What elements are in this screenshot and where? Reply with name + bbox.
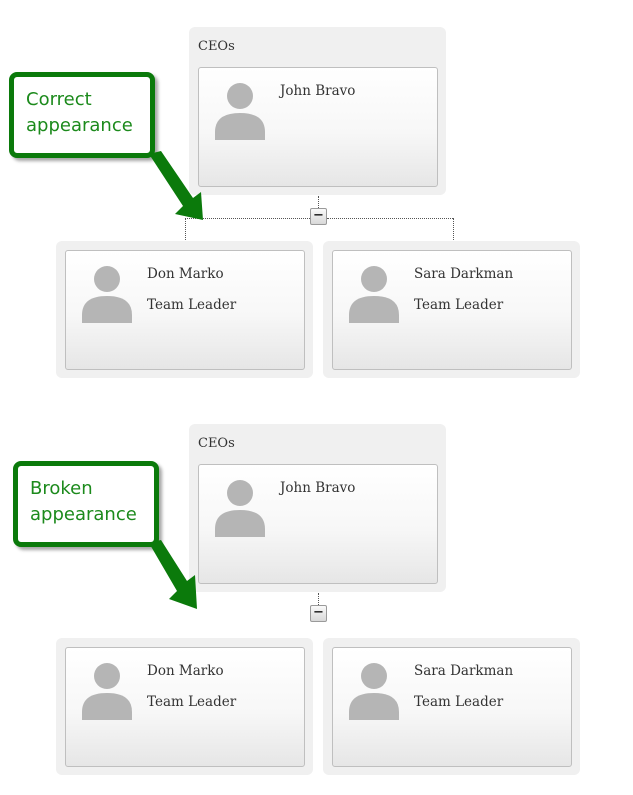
child-card[interactable]: Sara Darkman Team Leader [332, 647, 572, 767]
child-group: Sara Darkman Team Leader [323, 241, 580, 378]
person-icon [215, 480, 265, 537]
card-name: John Bravo [280, 480, 356, 496]
connector-line [185, 218, 310, 219]
connector-line [318, 593, 319, 605]
card-role: Team Leader [414, 694, 504, 710]
connector-line [318, 196, 319, 208]
group-title: CEOs [198, 436, 235, 451]
callout-correct: Correct appearance [9, 72, 155, 158]
child-card[interactable]: Don Marko Team Leader [65, 250, 305, 370]
card-name: Don Marko [147, 663, 224, 679]
person-icon [215, 83, 265, 140]
connector-line [327, 218, 453, 219]
ceo-group: CEOs John Bravo [189, 27, 446, 195]
arrow-icon [149, 540, 197, 609]
collapse-toggle-button[interactable]: − [310, 605, 327, 622]
person-icon [82, 266, 132, 323]
collapse-toggle-button[interactable]: − [310, 208, 327, 225]
child-group: Don Marko Team Leader [56, 638, 313, 775]
arrow-icon [149, 151, 203, 220]
ceo-group: CEOs John Bravo [189, 424, 446, 592]
child-group: Sara Darkman Team Leader [323, 638, 580, 775]
card-role: Team Leader [147, 694, 237, 710]
card-name: Sara Darkman [414, 663, 514, 679]
org-chart-correct: CEOs John Bravo − Don Marko Team Leader [0, 0, 633, 397]
callout-broken: Broken appearance [13, 461, 159, 547]
child-card[interactable]: Sara Darkman Team Leader [332, 250, 572, 370]
person-icon [349, 266, 399, 323]
ceo-card[interactable]: John Bravo [198, 67, 438, 187]
card-name: Don Marko [147, 266, 224, 282]
child-card[interactable]: Don Marko Team Leader [65, 647, 305, 767]
person-icon [82, 663, 132, 720]
org-chart-broken: CEOs John Bravo − Don Marko Team Leader [0, 397, 633, 794]
card-name: John Bravo [280, 83, 356, 99]
connector-line [185, 218, 186, 240]
connector-line [453, 218, 454, 240]
card-name: Sara Darkman [414, 266, 514, 282]
group-title: CEOs [198, 39, 235, 54]
ceo-card[interactable]: John Bravo [198, 464, 438, 584]
person-icon [349, 663, 399, 720]
card-role: Team Leader [147, 297, 237, 313]
child-group: Don Marko Team Leader [56, 241, 313, 378]
card-role: Team Leader [414, 297, 504, 313]
